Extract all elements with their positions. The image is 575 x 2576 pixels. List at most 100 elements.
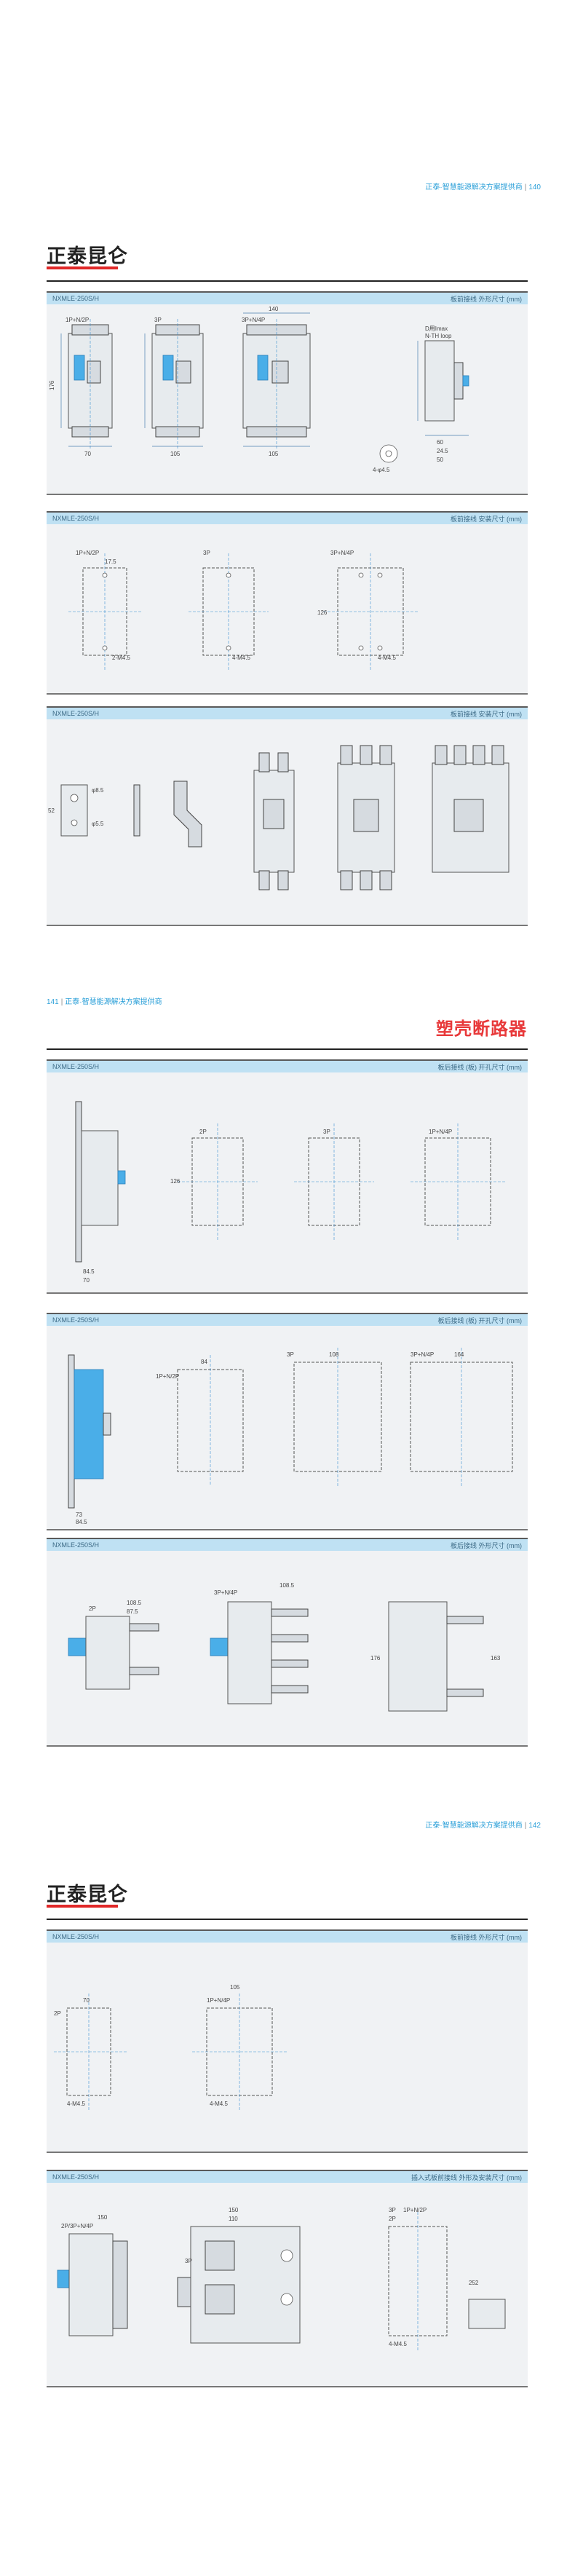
svg-text:2P: 2P [389,2216,396,2222]
svg-text:73: 73 [76,1512,82,1518]
svg-text:164: 164 [454,1351,464,1358]
panel-model: NXMLE-250S/H [52,2173,100,2181]
svg-text:1P+N/2P: 1P+N/2P [76,550,99,556]
svg-text:110: 110 [229,2216,238,2222]
breaker-side-view: D用Imax N-TH loop 60 24.5 50 4-φ4.5 [373,325,469,473]
brand-logo-text: 正泰昆仑 [47,1884,128,1905]
page-number: 141 [47,998,59,1006]
svg-text:176: 176 [49,380,55,390]
panel-model: NXMLE-250S/H [52,1063,100,1070]
brand-underline [47,266,118,269]
panel-title-bar: NXMLE-250S/H 板后接线 (板) 开孔尺寸 (mm) [47,1313,528,1326]
cutout-4p: 1P+N/4P [411,1123,505,1240]
svg-text:70: 70 [83,1277,90,1284]
mounting-2p: 1P+N/2P 2-M4.5 17.5 [68,550,141,670]
cutout-4p: 3P+N/4P 164 [410,1348,513,1486]
svg-text:N-TH loop: N-TH loop [425,333,452,339]
panel-title-bar: NXMLE-250S/H 板前接线 安装尺寸 (mm) [47,706,528,719]
svg-text:4-M4.5: 4-M4.5 [67,2101,85,2107]
svg-text:4-M4.5: 4-M4.5 [232,655,250,661]
svg-text:50: 50 [437,457,443,463]
cutout-drawing: 84.5 70 2P 126 3P 1P+N/4P [75,1101,505,1284]
cutout-3p: 3P 108 [287,1348,382,1486]
svg-text:108.5: 108.5 [127,1600,142,1606]
svg-text:1P+N/2P: 1P+N/2P [156,1373,179,1380]
svg-text:2P/3P+N/4P: 2P/3P+N/4P [61,2223,93,2229]
rear-connection-drawing: 2P 108.5 87.5 3P+N/4P 108.5 176 163 [68,1582,501,1712]
cutout-2p: 1P+N/2P 84 [156,1355,244,1486]
mounting-2p: 2P 4-M4.5 70 [54,1994,127,2110]
svg-text:84.5: 84.5 [83,1268,95,1275]
page-number: 140 [528,183,541,191]
page-header: 正泰·智慧能源解决方案提供商|140 [425,183,541,191]
drawing-panel: NXMLE-250S/H 板前接线 外形尺寸 (mm) 1P+N/2P 70 1… [47,291,528,495]
mounting-4p: 3P+N/4P 4-M4.5 126 [317,550,418,670]
mounting-drawing: 1P+N/2P 2-M4.5 17.5 3P 4-M4.5 3P+N/4P 4-… [68,550,418,670]
svg-text:105: 105 [269,451,279,457]
mounting-4p: 1P+N/4P 4-M4.5 105 [192,1984,287,2110]
page-header-text: 正泰·智慧能源解决方案提供商 [425,1822,523,1830]
panel-title-bar: NXMLE-250S/H 板前接线 安装尺寸 (mm) [47,511,528,524]
svg-text:84.5: 84.5 [76,1519,87,1525]
drawing-panel: NXMLE-250S/H 板后接线 外形尺寸 (mm) 2P 108.5 87.… [47,1538,528,1747]
breaker-perspective-2p [253,752,295,890]
svg-text:2P: 2P [54,2010,61,2017]
panel-title-bar: NXMLE-250S/H 板前接线 外形尺寸 (mm) [47,1929,528,1943]
page-header: 141|正泰·智慧能源解决方案提供商 [47,998,162,1006]
svg-text:87.5: 87.5 [127,1608,138,1615]
rear-2p: 2P 108.5 87.5 [68,1600,159,1690]
page-number: 142 [528,1822,541,1830]
divider [47,280,528,282]
svg-text:3P: 3P [154,317,162,323]
svg-text:105: 105 [230,1984,240,1991]
drawing-panel: NXMLE-250S/H 板前接线 外形尺寸 (mm) 2P 4-M4.5 70… [47,1929,528,2153]
panel-title: 板后接线 外形尺寸 (mm) [451,1541,522,1549]
mounting-3p: 3P 4-M4.5 [189,550,269,670]
breaker-4p-front: 3P+N/4P 140 105 [242,306,311,457]
panel-model: NXMLE-250S/H [52,295,100,302]
panel-model: NXMLE-250S/H [52,710,100,717]
svg-text:52: 52 [48,807,55,814]
breaker-perspective-4p [432,745,509,873]
svg-text:φ8.5: φ8.5 [92,787,104,794]
panel-model: NXMLE-250S/H [52,515,100,522]
svg-text:150: 150 [98,2214,108,2221]
svg-text:3P+N/4P: 3P+N/4P [411,1351,434,1358]
svg-text:3P: 3P [185,2258,192,2264]
page-header-text: 正泰·智慧能源解决方案提供商 [65,998,162,1006]
svg-text:70: 70 [84,451,91,457]
svg-text:4-M4.5: 4-M4.5 [378,655,396,661]
svg-text:3P: 3P [323,1129,330,1135]
terminal-side [133,784,140,837]
drawing-panel: NXMLE-250S/H 板后接线 (板) 开孔尺寸 (mm) 84.5 70 … [47,1059,528,1294]
panel-title-bar: NXMLE-250S/H 插入式板前接线 外形及安装尺寸 (mm) [47,2170,528,2183]
svg-text:4-M4.5: 4-M4.5 [210,2101,228,2107]
svg-text:D用Imax: D用Imax [425,325,448,332]
svg-text:1P+N/2P: 1P+N/2P [66,317,89,323]
breaker-3p-front: 3P 105 [144,317,204,457]
svg-text:70: 70 [83,1997,90,2004]
panel-title-bar: NXMLE-250S/H 板后接线 (板) 开孔尺寸 (mm) [47,1059,528,1072]
panel-model: NXMLE-250S/H [52,1541,100,1549]
svg-text:φ5.5: φ5.5 [92,821,104,827]
svg-text:3P: 3P [389,2207,396,2213]
svg-text:2P: 2P [199,1129,207,1135]
panel-title-bar: NXMLE-250S/H 板前接线 外形尺寸 (mm) [47,291,528,304]
panel-title: 板前接线 安装尺寸 (mm) [451,515,522,523]
rear-side: 176 163 [370,1601,501,1712]
drawing-panel: NXMLE-250S/H 板前接线 安装尺寸 (mm) 1P+N/2P 2-M4… [47,511,528,695]
plug-in-mounting: 3P 1P+N/2P 2P 4-M4.5 252 [388,2207,506,2350]
page-header: 正泰·智慧能源解决方案提供商|142 [425,1822,541,1830]
panel-title-bar: NXMLE-250S/H 板后接线 外形尺寸 (mm) [47,1538,528,1551]
divider [47,1919,528,1920]
svg-text:108: 108 [329,1351,339,1358]
svg-text:60: 60 [437,439,443,446]
svg-text:105: 105 [170,451,181,457]
svg-text:126: 126 [170,1178,181,1185]
svg-text:2-M4.5: 2-M4.5 [112,655,130,661]
side-mount-view: 84.5 70 [75,1101,126,1284]
svg-text:3P: 3P [287,1351,294,1358]
breaker-perspective-3p [337,745,395,890]
extension-bar [173,781,202,848]
plug-in-drawing: 2P/3P+N/4P 150 150 110 3P 3P 1P+N/2P 2P … [57,2207,506,2350]
